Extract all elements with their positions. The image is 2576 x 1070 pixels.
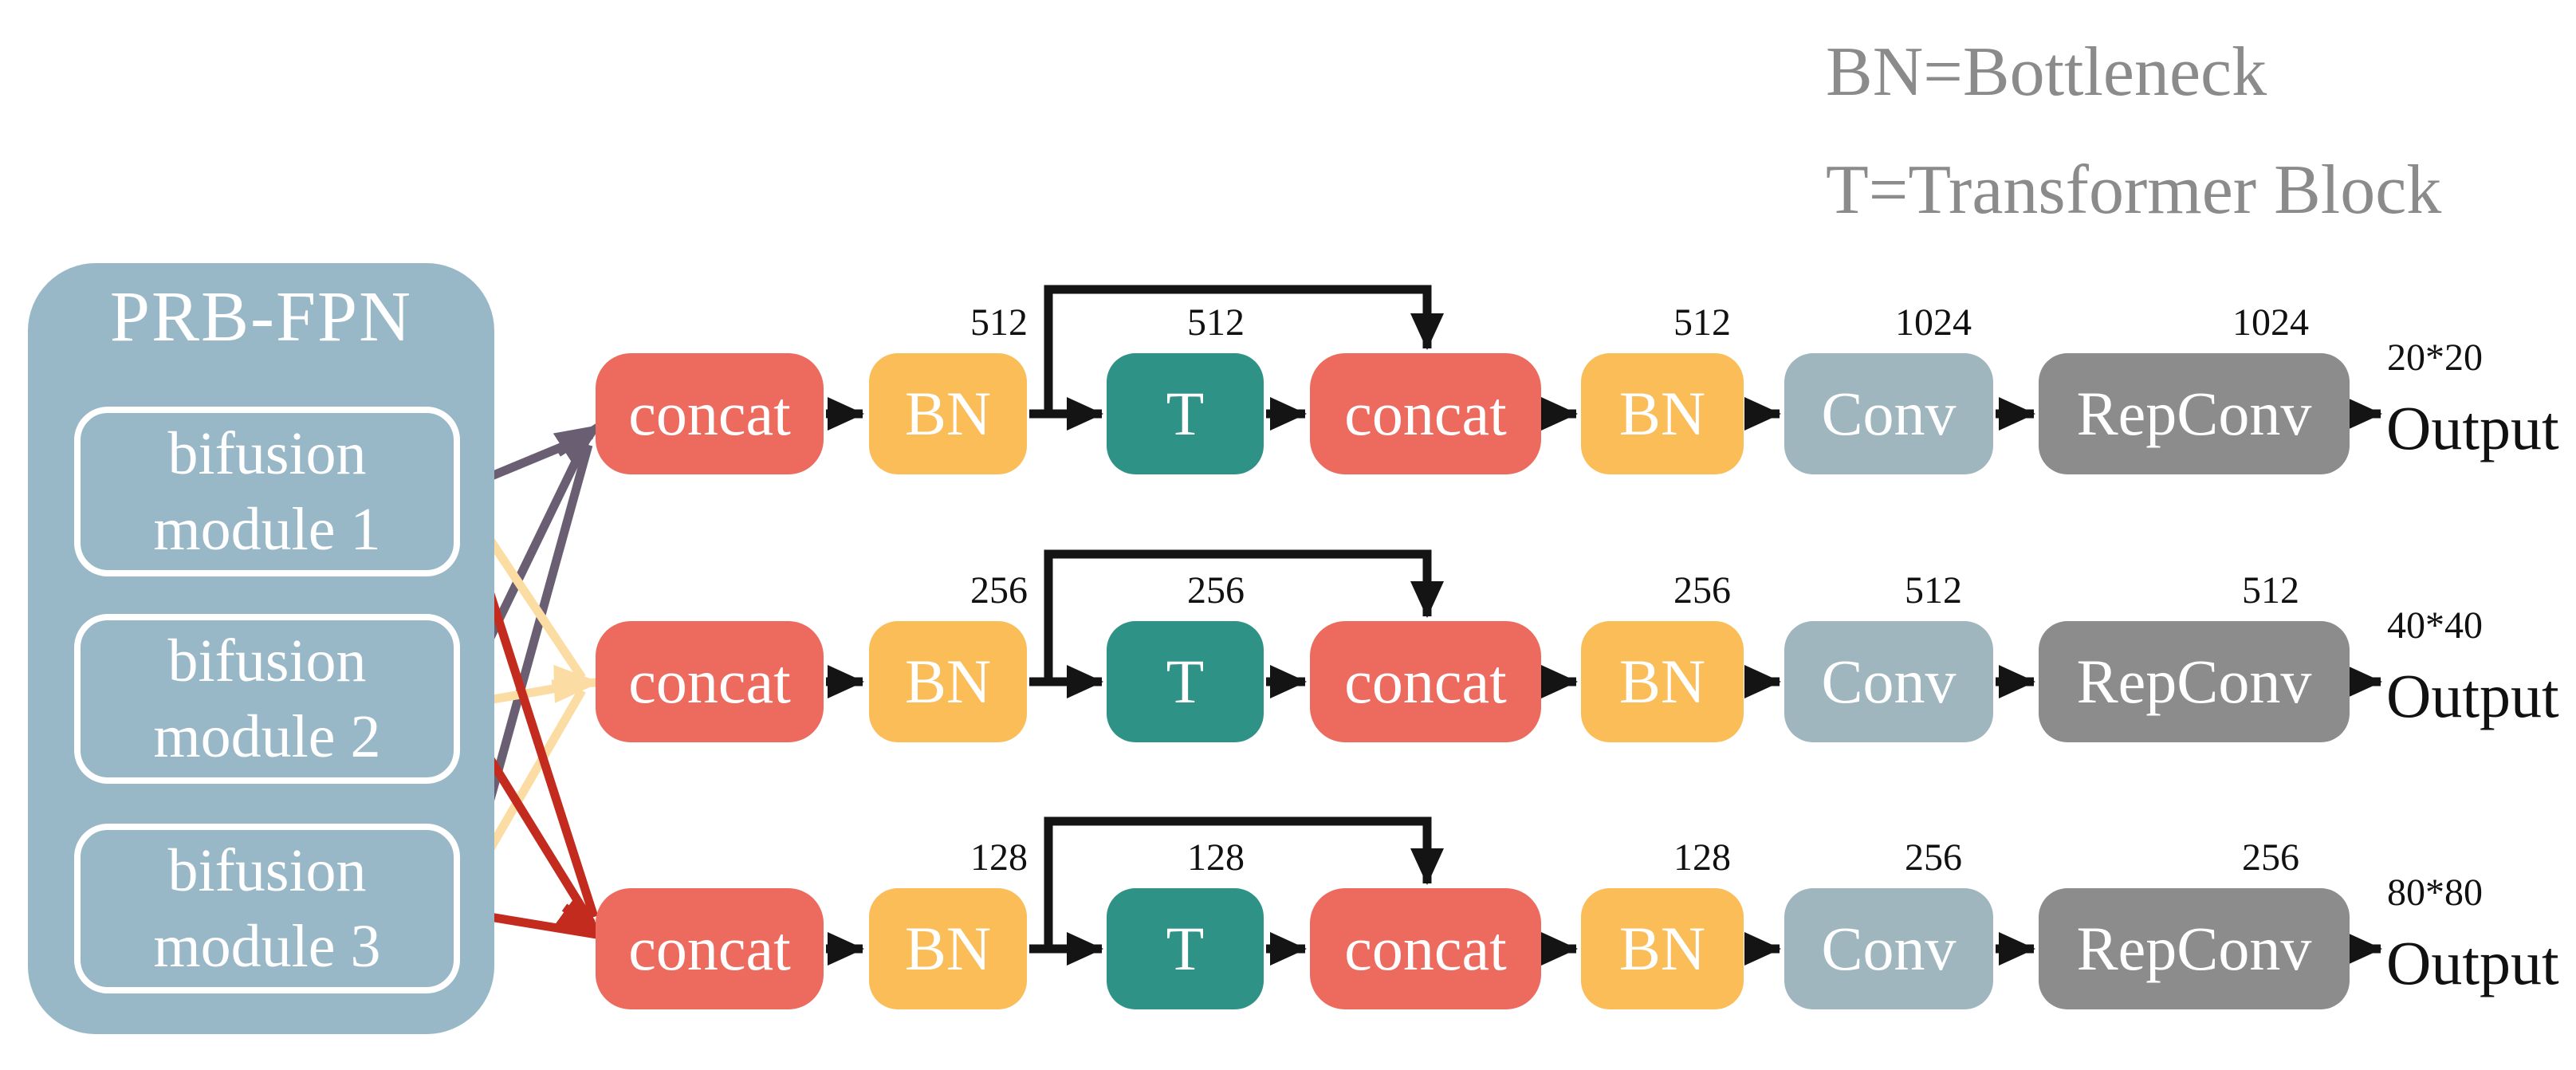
channels-t-row1: 512: [1187, 301, 1245, 344]
bifusion-module-2-line1: bifusion: [167, 627, 367, 694]
output-size-row1: 20*20: [2387, 336, 2483, 379]
bifusion-module-2-line2: module 2: [153, 702, 381, 770]
output-size-row2: 40*40: [2387, 604, 2483, 647]
concat-block-2-row2: concat: [1310, 621, 1541, 742]
output-label-row3: Output: [2386, 928, 2559, 997]
output-label-row2: Output: [2386, 661, 2559, 730]
skip-connection-row2: [1044, 549, 1444, 678]
channels-repconv-row3: 256: [2242, 836, 2299, 879]
legend-line-bn: BN=Bottleneck: [1826, 33, 2267, 111]
bifusion-module-2: bifusion module 2: [74, 614, 460, 784]
bn-block-2-row3: BN: [1581, 888, 1744, 1009]
bifusion-module-1-line2: module 1: [153, 495, 381, 563]
repconv-block-row3: RepConv: [2039, 888, 2350, 1009]
output-label-row1: Output: [2386, 393, 2559, 462]
concat-block-1-row1: concat: [596, 353, 824, 474]
bifusion-module-3-line1: bifusion: [167, 836, 367, 904]
conv-block-row3: Conv: [1784, 888, 1993, 1009]
channels-bn1-row2: 256: [970, 569, 1028, 612]
bifusion-module-3-line2: module 3: [153, 912, 381, 980]
flow-arrows-row2: [826, 549, 2382, 698]
concat-block-1-row3: concat: [596, 888, 824, 1009]
repconv-block-row2: RepConv: [2039, 621, 2350, 742]
prb-fpn-title: PRB-FPN: [109, 277, 413, 356]
skip-connection-row3: [1044, 816, 1444, 945]
channels-t-row2: 256: [1187, 569, 1245, 612]
channels-bn1-row3: 128: [970, 836, 1028, 879]
bifusion-module-1-line1: bifusion: [167, 419, 367, 487]
channels-conv-row1: 1024: [1895, 301, 1972, 344]
transformer-block-row3: T: [1107, 888, 1264, 1009]
channels-repconv-row2: 512: [2242, 569, 2299, 612]
channels-conv-row3: 256: [1905, 836, 1962, 879]
fusion-arrowhead-row2: [551, 664, 600, 703]
flow-arrows-row1: [826, 285, 2382, 431]
transformer-block-row2: T: [1107, 621, 1264, 742]
flow-arrows-row3: [826, 816, 2382, 966]
channels-bn2-row1: 512: [1673, 301, 1731, 344]
channels-t-row3: 128: [1187, 836, 1245, 879]
concat-block-1-row2: concat: [596, 621, 824, 742]
bifusion-module-3: bifusion module 3: [74, 824, 460, 993]
concat-block-2-row1: concat: [1310, 353, 1541, 474]
repconv-block-row1: RepConv: [2039, 353, 2350, 474]
channels-conv-row2: 512: [1905, 569, 1962, 612]
output-size-row3: 80*80: [2387, 871, 2483, 914]
transformer-block-row1: T: [1107, 353, 1264, 474]
bn-block-1-row2: BN: [869, 621, 1027, 742]
channels-bn1-row1: 512: [970, 301, 1028, 344]
bn-block-1-row1: BN: [869, 353, 1027, 474]
concat-block-2-row3: concat: [1310, 888, 1541, 1009]
conv-block-row2: Conv: [1784, 621, 1993, 742]
bn-block-1-row3: BN: [869, 888, 1027, 1009]
channels-bn2-row3: 128: [1673, 836, 1731, 879]
legend-line-t: T=Transformer Block: [1826, 151, 2442, 229]
channels-repconv-row1: 1024: [2232, 301, 2309, 344]
bn-block-2-row2: BN: [1581, 621, 1744, 742]
skip-connection-row1: [1044, 285, 1444, 410]
bifusion-module-1: bifusion module 1: [74, 407, 460, 576]
conv-block-row1: Conv: [1784, 353, 1993, 474]
fusion-arrowhead-row1: [553, 422, 603, 466]
bn-block-2-row1: BN: [1581, 353, 1744, 474]
channels-bn2-row2: 256: [1673, 569, 1731, 612]
